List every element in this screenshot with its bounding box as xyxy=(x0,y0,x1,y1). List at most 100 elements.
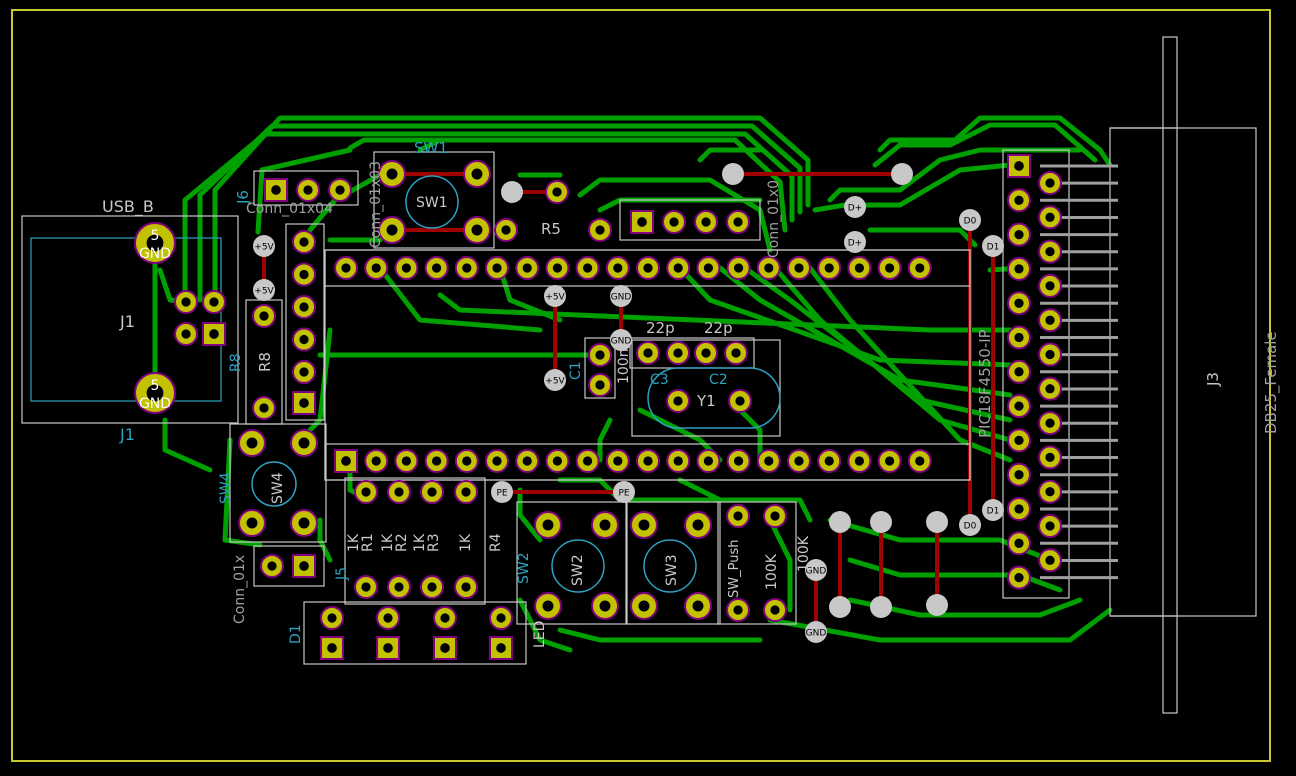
resistor-pad xyxy=(420,575,444,599)
r3-value-label: 1K xyxy=(412,533,428,552)
pic-pin-top xyxy=(515,256,540,280)
c1-pad xyxy=(588,373,612,397)
usb-pin-1 xyxy=(202,322,226,346)
r5-pad xyxy=(588,218,612,242)
sw3-label: SW3 xyxy=(664,554,680,586)
led-pad xyxy=(320,606,344,630)
pic-pin-bottom xyxy=(545,449,570,473)
pic-pin-bottom xyxy=(364,449,389,473)
conn-01x03-label: Conn_01x03 xyxy=(368,161,384,248)
pic-pin-bottom xyxy=(756,449,781,473)
resistor-pad xyxy=(420,480,444,504)
sw2-pad xyxy=(534,511,562,539)
pic-pin-top xyxy=(334,256,358,280)
pic-pin-bottom xyxy=(877,449,902,473)
via-net-label: +5V xyxy=(254,287,274,297)
pic-pin-top xyxy=(454,256,479,280)
led-pad-cathode xyxy=(433,636,457,660)
r5-label: R5 xyxy=(541,220,561,238)
pad-net-label: GND xyxy=(139,396,171,412)
db25-pin xyxy=(1038,308,1062,333)
conn-pin xyxy=(694,210,718,234)
usb-pin xyxy=(174,290,198,314)
pic-pin-bottom xyxy=(817,449,842,473)
via: GND xyxy=(805,559,827,581)
pic-pin-bottom xyxy=(696,449,721,473)
y1-pad xyxy=(728,389,752,413)
sw3-pad xyxy=(684,592,712,620)
db25-pin xyxy=(1038,205,1062,230)
pic-pin-top xyxy=(817,256,842,280)
r8-pad xyxy=(252,304,276,328)
pad-net-label: GND xyxy=(139,246,171,262)
r4-label: R4 xyxy=(488,533,504,552)
conn-pin-1 xyxy=(630,210,654,234)
r3-label: R3 xyxy=(426,533,442,552)
via: GND xyxy=(610,285,632,307)
db25-pin xyxy=(1007,462,1031,487)
via xyxy=(722,163,744,185)
sw2-pad xyxy=(534,592,562,620)
pic-pin-bottom xyxy=(636,449,660,473)
pic-pin-bottom xyxy=(847,449,872,473)
c3-label: C3 xyxy=(650,372,669,388)
via: +5V xyxy=(544,369,566,391)
sw4-value-label: SW4 xyxy=(270,472,286,504)
pic-pin-bottom xyxy=(666,449,691,473)
db25-pin xyxy=(1007,188,1031,213)
usb-shield-pad xyxy=(134,222,176,264)
header-pin xyxy=(292,360,316,384)
sw2-pad xyxy=(591,511,619,539)
sw1-pad xyxy=(378,216,406,244)
resistor-pad xyxy=(354,575,378,599)
led-pad-cathode xyxy=(320,636,344,660)
header-pin xyxy=(292,262,316,287)
pic-pin-top xyxy=(726,256,751,280)
db25-pin xyxy=(1007,291,1031,316)
pic-pin-bottom xyxy=(787,449,811,473)
via: D0 xyxy=(959,514,981,536)
resistor-pad xyxy=(454,575,478,599)
via: +5V xyxy=(253,235,275,257)
db25-pin xyxy=(1038,445,1062,470)
sw4-pad xyxy=(238,509,266,537)
pic-pin-top xyxy=(666,256,691,280)
via xyxy=(926,511,948,533)
db25-pin xyxy=(1007,256,1031,281)
pic-pin-bottom xyxy=(454,449,479,473)
j5-label: J5 xyxy=(334,567,350,581)
sw4-pad xyxy=(290,509,318,537)
led-pad xyxy=(433,606,457,630)
led-pad xyxy=(376,606,400,630)
resistor-pad xyxy=(454,480,478,504)
j6-pin xyxy=(328,178,352,202)
db25-pin xyxy=(1038,171,1062,195)
via: PE xyxy=(613,481,635,503)
pic-pin-top xyxy=(877,256,902,280)
pic-pin-top xyxy=(605,256,630,280)
sw3-pad xyxy=(630,511,658,539)
via xyxy=(501,181,523,203)
sw2-value-label: SW2 xyxy=(570,554,586,586)
sw1-pad xyxy=(463,160,491,188)
via xyxy=(926,594,948,616)
sw-push-label: SW_Push xyxy=(727,540,742,598)
r8-pad xyxy=(252,396,276,420)
via-net-label: PE xyxy=(618,489,629,499)
sw1-pad xyxy=(463,216,491,244)
sw3-pad xyxy=(684,511,712,539)
pic-label: PIC18F4550-IP xyxy=(976,329,994,438)
db25-pin xyxy=(1038,479,1062,504)
via-net-label: D1 xyxy=(987,507,1000,517)
r1-value-label: 1K xyxy=(346,533,362,552)
conn-01x-label: Conn_01x xyxy=(232,555,248,624)
via xyxy=(829,511,851,533)
usb-shield-pad xyxy=(134,372,176,414)
silkscreen-text: USB_B J1 J1 J6 Conn_01x04 Conn_01x03 SW1… xyxy=(102,139,1281,648)
r100k-pad xyxy=(726,504,750,528)
via xyxy=(870,511,892,533)
pic-pin-bottom xyxy=(424,449,449,473)
pic-pin-top xyxy=(575,256,600,280)
j3-label: J3 xyxy=(1204,372,1222,387)
cap-pad xyxy=(636,341,660,365)
